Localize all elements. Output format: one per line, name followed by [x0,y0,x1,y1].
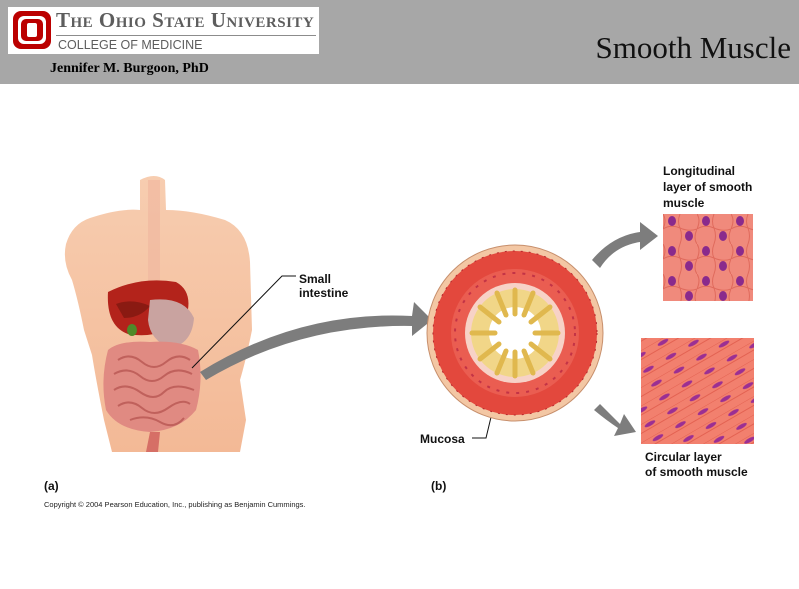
label-mucosa: Mucosa [420,432,465,446]
header-band: O The Ohio State University COLLEGE OF M… [0,0,799,84]
block-o-logo-icon: O [13,11,51,49]
label-circular-1: Circular layer [645,450,722,464]
panel-label-a: (a) [44,479,59,493]
slide-title: Smooth Muscle [595,30,791,65]
torso-illustration [64,176,252,452]
label-circular-2: of smooth muscle [645,465,748,479]
university-logo: O The Ohio State University COLLEGE OF M… [8,7,319,54]
label-longitudinal-1: Longitudinal [663,164,735,178]
label-small-intestine-2: intestine [299,286,349,300]
author-name: Jennifer M. Burgoon, PhD [50,61,209,76]
intestine-cross-section [426,244,604,422]
label-longitudinal-3: muscle [663,196,705,210]
label-small-intestine-1: Small [299,272,331,286]
label-longitudinal-2: layer of smooth [663,180,752,194]
flow-arrows [200,222,658,436]
panel-label-b: (b) [431,479,446,493]
copyright-notice: Copyright © 2004 Pearson Education, Inc.… [44,500,306,509]
college-name: COLLEGE OF MEDICINE [58,38,203,52]
logo-lettermark: O [32,33,33,35]
university-name: The Ohio State University [56,8,315,32]
logo-divider [56,35,316,36]
longitudinal-muscle-tile [663,214,753,301]
circular-muscle-tile [641,338,754,444]
